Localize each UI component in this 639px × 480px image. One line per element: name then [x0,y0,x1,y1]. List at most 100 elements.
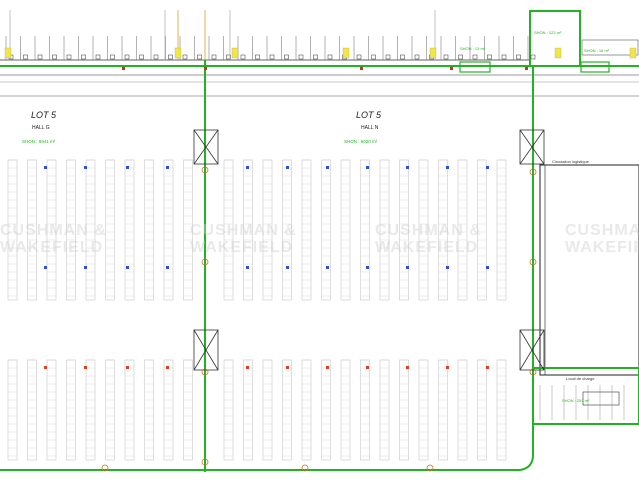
building-outline [0,10,639,472]
sprinkler-marker [326,366,329,369]
dock-door [52,54,57,60]
sprinkler-marker [246,366,249,369]
rack [7,359,18,461]
shon-label-g: SHON : 5941 m² [22,139,56,144]
sprinkler-marker [84,266,87,269]
sprinkler-marker [366,366,369,369]
rack [360,159,370,301]
dock-door [182,54,188,60]
dock-door [226,54,231,60]
dock-marker [231,47,239,59]
dock-door [400,54,405,60]
sprinkler-marker [44,166,47,169]
hydrant-marker [529,258,537,266]
dock-door [298,54,304,60]
rack [124,359,135,461]
dock-door [37,54,43,60]
sprinkler-marker [44,366,47,369]
rack [399,359,409,461]
hall-label-n: HALL N [361,125,379,131]
rack [496,359,507,461]
dock-door [487,54,492,60]
sprinkler-marker [446,366,449,369]
dock-door [472,54,478,60]
alarm-marker [122,67,125,70]
rack [262,359,273,461]
hydrant-marker [201,368,209,376]
dock-door [530,54,536,60]
sprinkler-marker [166,266,169,269]
sprinkler-marker [84,166,87,169]
rack [418,359,429,461]
sprinkler-marker [406,266,409,269]
rack [301,159,312,301]
hydrant-marker [201,458,209,466]
dock-door [168,54,173,60]
sprinkler-marker [406,166,409,169]
dock-marker [629,47,637,59]
dock-door [197,54,202,60]
sprinkler-marker [446,166,449,169]
loading-area-label: Local de charge [566,376,595,381]
alarm-marker [204,67,207,70]
hydrant-marker [101,464,109,472]
dock-door [23,54,28,60]
rack [340,359,351,461]
rack [340,159,351,301]
dock-door [313,54,318,60]
dock-door [211,54,217,60]
sprinkler-marker [246,266,249,269]
storage-racks [7,159,507,461]
dock-door [327,54,333,60]
equipment-markers [44,67,625,472]
hydrant-marker [301,464,309,472]
watermark-text: CUSHMAN & [375,222,482,239]
sprinkler-marker [366,166,369,169]
watermark-text: CUSHMAN & [0,222,107,239]
watermark-text: WAKEFIELD [565,239,639,256]
sprinkler-marker [406,366,409,369]
dock-door [269,54,275,60]
watermark-text: WAKEFIELD [375,239,478,256]
watermark-text: WAKEFIELD [0,239,103,256]
shon-label-top-right-room: SHON : 122 m² [534,30,562,35]
hall-label-g: HALL G [32,125,50,131]
shon-label-top-right-small: SHON : 16 m² [584,48,610,53]
shon-label-n: SHON : 5020 m² [344,139,378,144]
rack [321,159,331,301]
watermark-text: CUSHMAN & [565,222,639,239]
dock-door [501,54,507,60]
dock-door [371,54,376,60]
rack [360,359,370,461]
dock-marker [554,47,562,59]
alarm-marker [450,67,453,70]
sprinkler-marker [44,266,47,269]
rack [301,359,312,461]
dock-door [385,54,391,60]
dock-bays [4,10,637,60]
hydrant-marker [426,464,434,472]
rack [144,359,154,461]
rack [457,359,468,461]
dock-door [414,54,420,60]
rack [438,359,448,461]
lot-label-g: LOT 5 [31,110,57,120]
rack [321,359,331,461]
dock-door [153,54,159,60]
rack [85,359,96,461]
rack [27,359,37,461]
rack [66,359,76,461]
dock-door [66,54,72,60]
watermark: CUSHMAN & WAKEFIELD CUSHMAN & WAKEFIELD … [0,222,639,256]
sprinkler-marker [126,266,129,269]
dock-marker [342,47,350,59]
dock-door [255,54,260,60]
sprinkler-marker [286,266,289,269]
rack [163,159,174,301]
dock-door [458,54,463,60]
rack [243,359,253,461]
right-strip-label: Circulation logistique [552,159,590,164]
hydrant-marker [529,168,537,176]
shon-label-top-mid: SHON : 13 m² [460,46,486,51]
